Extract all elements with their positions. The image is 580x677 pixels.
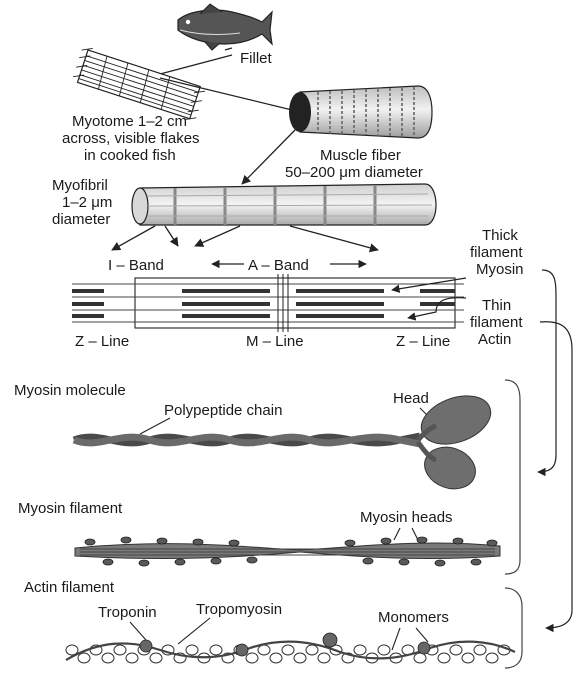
actin-filament-label: Actin filament	[24, 579, 115, 596]
myosin-bracket	[505, 380, 520, 574]
myofibril-label-line2: 1–2 μm	[62, 194, 112, 211]
myofibril-illustration	[132, 184, 436, 225]
thin-filament-label-line3: Actin	[478, 331, 511, 348]
thick-to-myosin-connector	[538, 270, 556, 472]
myotome-label-line3: in cooked fish	[84, 147, 176, 164]
myotome-label-line1: Myotome 1–2 cm	[72, 113, 187, 130]
myosin-heads-label: Myosin heads	[360, 509, 453, 526]
myosin-filament-illustration	[75, 537, 500, 566]
myosin-heads-pointers	[394, 528, 418, 540]
myosin-filament-label: Myosin filament	[18, 500, 123, 517]
z-line-right-label: Z – Line	[396, 333, 450, 350]
a-band-label: A – Band	[248, 257, 309, 274]
troponin-label: Troponin	[98, 604, 157, 621]
thick-filament-label-line3: Myosin	[476, 261, 524, 278]
sarcomere-illustration	[72, 274, 464, 332]
fillet-label: Fillet	[240, 50, 273, 67]
myotome-label-line2: across, visible flakes	[62, 130, 200, 147]
thin-filament-label-line2: filament	[470, 314, 523, 331]
muscle-fiber-illustration	[289, 86, 432, 138]
head-label: Head	[393, 390, 429, 407]
fish-illustration	[178, 4, 272, 50]
i-band-label: I – Band	[108, 257, 164, 274]
thick-filament-label-line1: Thick	[482, 227, 518, 244]
myosin-molecule-label: Myosin molecule	[14, 382, 126, 399]
myosin-molecule-illustration	[74, 387, 497, 496]
fish-to-fillet-arrow	[225, 48, 232, 50]
muscle-fiber-label-line1: Muscle fiber	[320, 147, 401, 164]
polypeptide-pointer	[140, 418, 170, 434]
myofibril-to-sarcomere-arrows	[112, 226, 378, 250]
actin-bracket	[505, 588, 522, 668]
myofibril-label-line1: Myofibril	[52, 177, 108, 194]
muscle-fiber-label-line2: 50–200 μm diameter	[285, 164, 423, 181]
polypeptide-chain-label: Polypeptide chain	[164, 402, 282, 419]
thick-filament-label-line2: filament	[470, 244, 523, 261]
z-line-left-label: Z – Line	[75, 333, 129, 350]
m-line-label: M – Line	[246, 333, 304, 350]
tropomyosin-label: Tropomyosin	[196, 601, 282, 618]
thin-filament-label-line1: Thin	[482, 297, 511, 314]
myofibril-label-line3: diameter	[52, 211, 110, 228]
monomers-label: Monomers	[378, 609, 449, 626]
actin-filament-illustration	[66, 645, 510, 663]
